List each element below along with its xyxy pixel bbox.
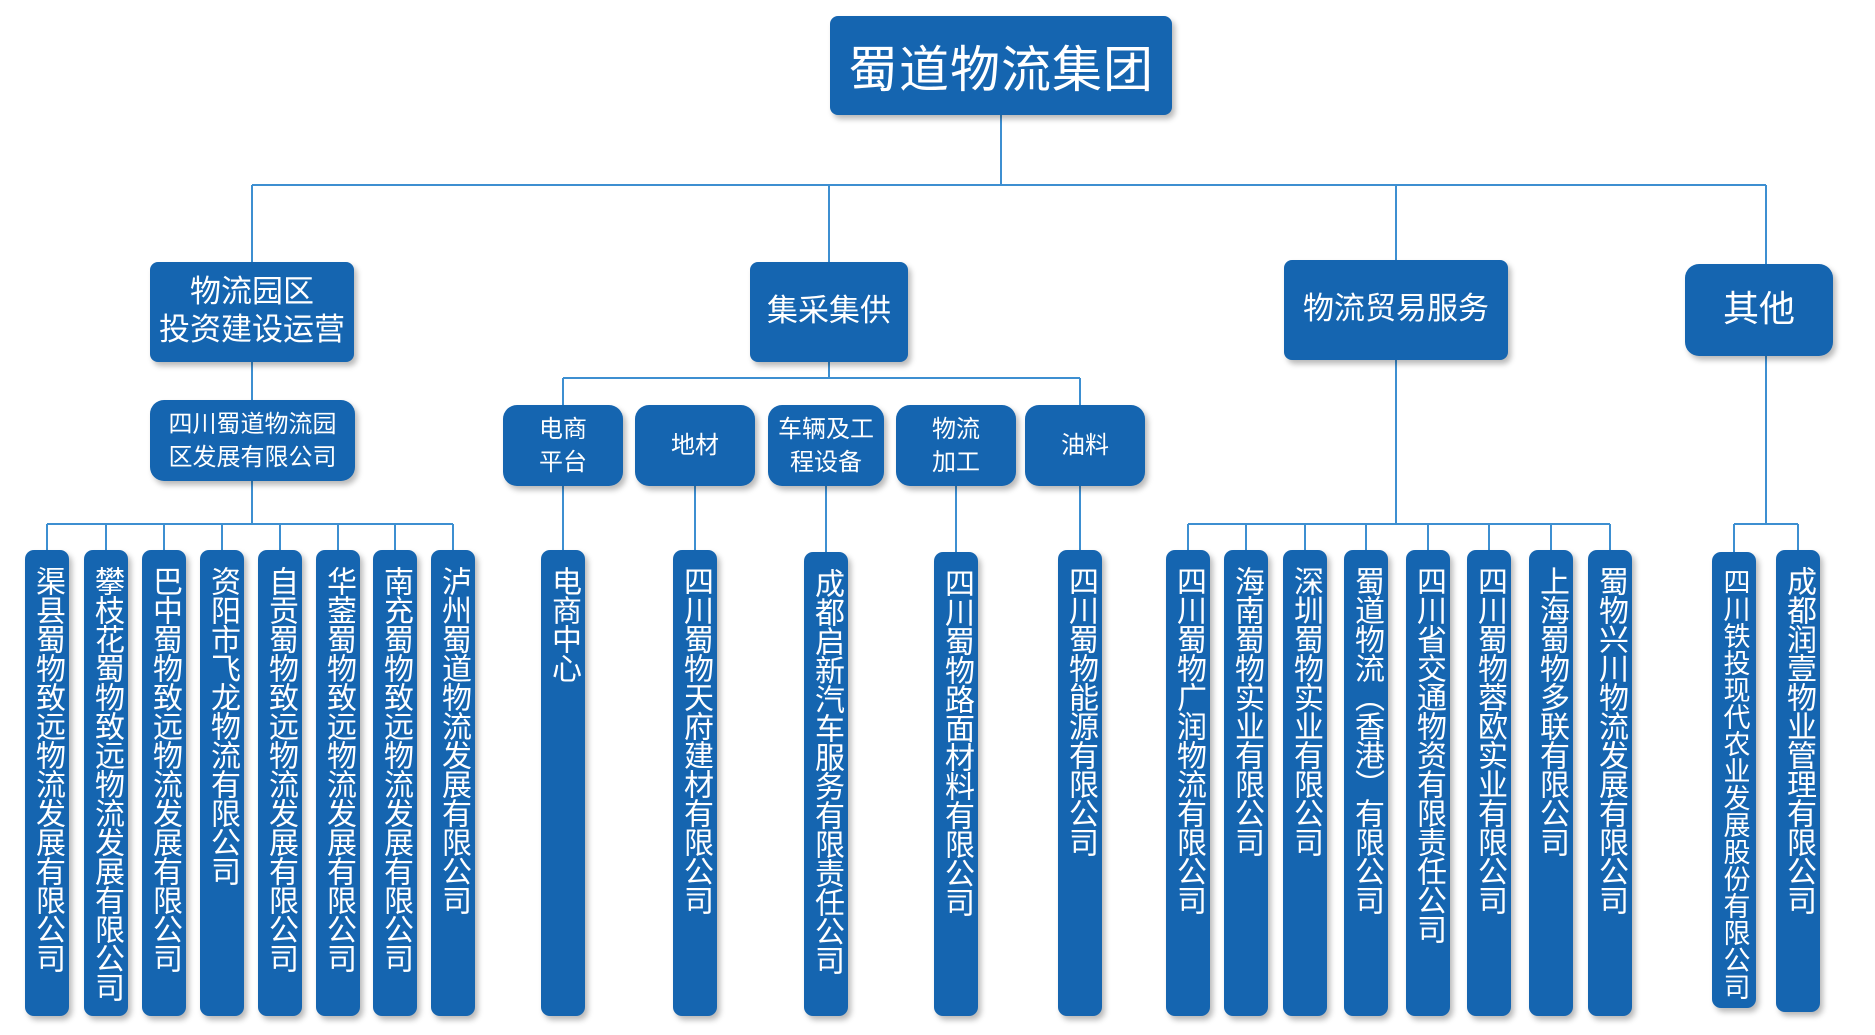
procure-sub-1-label-1: 地材 bbox=[671, 431, 719, 460]
park-company-6-label: 南充蜀物致远物流发展有限公司 bbox=[378, 566, 413, 972]
root-node: 蜀道物流集团 bbox=[830, 16, 1172, 115]
procure-company-1: 四川蜀物天府建材有限公司 bbox=[673, 550, 717, 1016]
trade-company-1: 海南蜀物实业有限公司 bbox=[1224, 550, 1268, 1016]
trade-company-2: 深圳蜀物实业有限公司 bbox=[1283, 550, 1327, 1016]
park-company-6: 南充蜀物致远物流发展有限公司 bbox=[373, 550, 417, 1016]
park-company-7-label: 泸州蜀道物流发展有限公司 bbox=[436, 566, 471, 914]
park-company-7: 泸州蜀道物流发展有限公司 bbox=[431, 550, 475, 1016]
trade-company-7-label: 蜀物兴川物流发展有限公司 bbox=[1593, 566, 1628, 914]
park-company-1: 攀枝花蜀物致远物流发展有限公司 bbox=[84, 550, 128, 1016]
trade-company-2-label: 深圳蜀物实业有限公司 bbox=[1288, 566, 1323, 856]
procure-sub-0-label-2: 平台 bbox=[539, 447, 587, 476]
procure-sub-3: 物流 加工 bbox=[896, 405, 1016, 486]
trade-company-4-label: 四川省交通物资有限责任公司 bbox=[1411, 566, 1446, 943]
branch-park-label-1: 物流园区 bbox=[190, 274, 314, 311]
procure-sub-4: 油料 bbox=[1025, 405, 1145, 486]
procure-sub-0: 电商 平台 bbox=[503, 405, 623, 486]
park-sub-node: 四川蜀道物流园 区发展有限公司 bbox=[150, 400, 355, 481]
other-company-1: 成都润壹物业管理有限公司 bbox=[1776, 550, 1820, 1012]
procure-company-2: 成都启新汽车服务有限责任公司 bbox=[804, 552, 848, 1016]
procure-sub-4-label-1: 油料 bbox=[1061, 431, 1109, 460]
procure-company-3: 四川蜀物路面材料有限公司 bbox=[934, 552, 978, 1016]
procure-company-1-label: 四川蜀物天府建材有限公司 bbox=[678, 566, 713, 914]
trade-company-6-label: 上海蜀物多联有限公司 bbox=[1534, 566, 1569, 856]
procure-company-4-label: 四川蜀物能源有限公司 bbox=[1063, 566, 1098, 856]
other-company-0: 四川铁投现代农业发展股份有限公司 bbox=[1712, 552, 1756, 1008]
branch-park-label-2: 投资建设运营 bbox=[159, 312, 345, 348]
procure-sub-1: 地材 bbox=[635, 405, 755, 486]
park-company-3-label: 资阳市飞龙物流有限公司 bbox=[205, 566, 240, 885]
root-label: 蜀道物流集团 bbox=[848, 40, 1154, 99]
trade-company-0-label: 四川蜀物广润物流有限公司 bbox=[1171, 566, 1206, 914]
branch-trade-label: 物流贸易服务 bbox=[1303, 291, 1489, 328]
procure-company-3-label: 四川蜀物路面材料有限公司 bbox=[939, 568, 974, 916]
procure-sub-3-label-1: 物流 bbox=[932, 415, 980, 444]
park-company-3: 资阳市飞龙物流有限公司 bbox=[200, 550, 244, 1016]
park-company-5: 华蓥蜀物致远物流发展有限公司 bbox=[316, 550, 360, 1016]
procure-sub-3-label-2: 加工 bbox=[932, 447, 980, 476]
park-company-1-label: 攀枝花蜀物致远物流发展有限公司 bbox=[89, 566, 124, 1001]
park-sub-label-1: 四川蜀道物流园 bbox=[168, 410, 337, 439]
park-company-2-label: 巴中蜀物致远物流发展有限公司 bbox=[147, 566, 182, 972]
trade-company-5-label: 四川蜀物蓉欧实业有限公司 bbox=[1472, 566, 1507, 914]
procure-sub-0-label-1: 电商 bbox=[539, 415, 587, 444]
trade-company-1-label: 海南蜀物实业有限公司 bbox=[1229, 566, 1264, 856]
procure-company-0-label: 电商中心 bbox=[546, 566, 581, 682]
branch-other: 其他 bbox=[1685, 264, 1833, 356]
park-company-4-label: 自贡蜀物致远物流发展有限公司 bbox=[263, 566, 298, 972]
park-company-0-label: 渠县蜀物致远物流发展有限公司 bbox=[30, 566, 65, 972]
procure-company-2-label: 成都启新汽车服务有限责任公司 bbox=[809, 568, 844, 974]
branch-trade: 物流贸易服务 bbox=[1284, 260, 1508, 360]
trade-company-3: 蜀道物流（香港）有限公司 bbox=[1344, 550, 1388, 1016]
park-company-4: 自贡蜀物致远物流发展有限公司 bbox=[258, 550, 302, 1016]
trade-company-6: 上海蜀物多联有限公司 bbox=[1529, 550, 1573, 1016]
other-company-1-label: 成都润壹物业管理有限公司 bbox=[1781, 566, 1816, 914]
branch-procure: 集采集供 bbox=[750, 262, 908, 362]
park-sub-label-2: 区发展有限公司 bbox=[168, 442, 337, 471]
park-company-5-label: 华蓥蜀物致远物流发展有限公司 bbox=[321, 566, 356, 972]
trade-company-0: 四川蜀物广润物流有限公司 bbox=[1166, 550, 1210, 1016]
procure-company-0: 电商中心 bbox=[541, 550, 585, 1016]
branch-procure-label: 集采集供 bbox=[767, 293, 891, 330]
procure-sub-2: 车辆及工 程设备 bbox=[768, 405, 884, 486]
trade-company-5: 四川蜀物蓉欧实业有限公司 bbox=[1467, 550, 1511, 1016]
other-company-0-label: 四川铁投现代农业发展股份有限公司 bbox=[1718, 568, 1750, 1000]
procure-sub-2-label-2: 程设备 bbox=[790, 447, 862, 476]
trade-company-4: 四川省交通物资有限责任公司 bbox=[1406, 550, 1450, 1016]
procure-sub-2-label-1: 车辆及工 bbox=[778, 415, 874, 444]
park-company-2: 巴中蜀物致远物流发展有限公司 bbox=[142, 550, 186, 1016]
trade-company-3-label: 蜀道物流（香港）有限公司 bbox=[1349, 566, 1384, 914]
procure-company-4: 四川蜀物能源有限公司 bbox=[1058, 550, 1102, 1016]
branch-other-label: 其他 bbox=[1722, 289, 1795, 331]
park-company-0: 渠县蜀物致远物流发展有限公司 bbox=[25, 550, 69, 1016]
branch-park: 物流园区 投资建设运营 bbox=[150, 262, 354, 362]
trade-company-7: 蜀物兴川物流发展有限公司 bbox=[1588, 550, 1632, 1016]
